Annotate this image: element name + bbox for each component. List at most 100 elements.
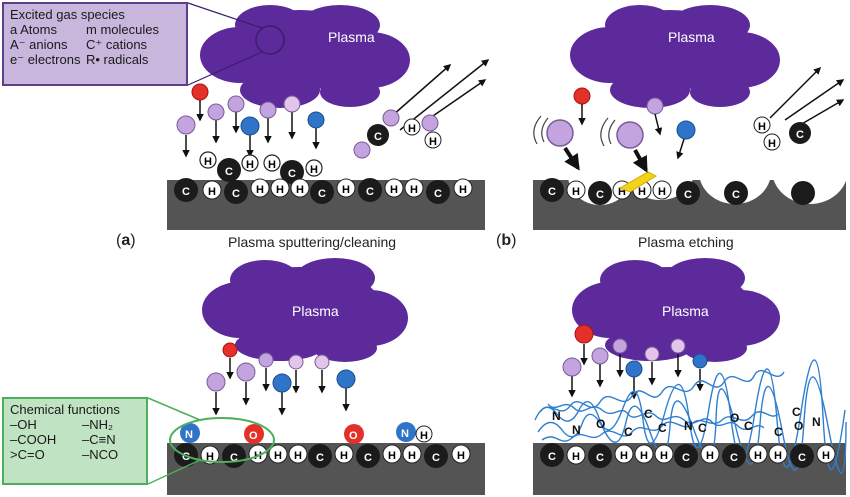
svg-text:H: H: [640, 450, 648, 462]
svg-text:H: H: [276, 184, 284, 196]
chemical-functions-title: Chemical functions: [10, 402, 120, 417]
species-particles-c: [206, 342, 356, 393]
svg-text:H: H: [410, 184, 418, 196]
falling-species-c: [212, 358, 350, 416]
svg-text:H: H: [754, 450, 762, 462]
svg-text:C: C: [658, 421, 667, 435]
impacting-species-b: [533, 87, 696, 173]
svg-text:C: C: [432, 452, 440, 464]
func-amine: –NH₂: [82, 417, 114, 432]
ejected-fragments-a: C H H: [353, 59, 490, 159]
plasma-label-b: Plasma: [668, 29, 715, 45]
svg-text:C: C: [316, 452, 324, 464]
chem-callout-ellipse: [169, 417, 275, 463]
surface-atoms-d: C H C H H H C H C H H C H: [540, 443, 836, 468]
svg-text:H: H: [388, 450, 396, 462]
svg-text:C: C: [596, 452, 604, 464]
legend-electrons: e⁻ electrons: [10, 52, 81, 67]
svg-text:H: H: [408, 450, 416, 462]
svg-text:C: C: [744, 419, 753, 433]
svg-text:C: C: [434, 188, 442, 200]
svg-text:H: H: [340, 450, 348, 462]
panel-a-letter: (a): [116, 232, 136, 249]
svg-text:H: H: [208, 186, 216, 198]
svg-text:O: O: [349, 430, 358, 442]
plasma-cloud-a: [200, 5, 410, 108]
svg-text:C: C: [796, 129, 804, 141]
panel-d: Plasma: [533, 258, 847, 495]
plasma-label-c: Plasma: [292, 303, 339, 319]
gas-species-legend: Excited gas species a Atoms m molecules …: [2, 2, 188, 86]
panel-c: Plasma N O O N H: [147, 258, 485, 495]
svg-text:H: H: [408, 123, 416, 135]
svg-text:H: H: [246, 159, 254, 171]
svg-text:H: H: [256, 184, 264, 196]
svg-text:C: C: [596, 189, 604, 201]
panel-a-caption: Plasma sputtering/cleaning: [228, 234, 397, 250]
svg-text:H: H: [204, 156, 212, 168]
svg-text:C: C: [684, 189, 692, 201]
svg-text:H: H: [294, 450, 302, 462]
svg-text:C: C: [624, 425, 633, 439]
zoom-circle: [255, 25, 285, 55]
svg-text:C: C: [798, 452, 806, 464]
plasma-label-d: Plasma: [662, 303, 709, 319]
svg-text:H: H: [706, 450, 714, 462]
polymer-film-d: [534, 359, 847, 474]
func-nitrile: –C≡N: [82, 432, 116, 447]
svg-text:C: C: [230, 452, 238, 464]
svg-text:N: N: [572, 423, 581, 437]
svg-text:H: H: [618, 186, 626, 198]
legend-anions: A⁻ anions: [10, 37, 68, 52]
species-particles-d: [562, 324, 708, 378]
falling-species-a: [182, 100, 320, 158]
grafted-functions-c: N O O N H: [180, 422, 433, 444]
species-particles-a: [176, 83, 325, 136]
svg-text:H: H: [774, 450, 782, 462]
svg-text:C: C: [792, 405, 801, 419]
svg-text:H: H: [457, 450, 465, 462]
chemical-functions-legend: Chemical functions –OH –NH₂ –COOH –C≡N >…: [2, 397, 148, 485]
func-isocyanate: –NCO: [82, 447, 119, 462]
panel-b-caption: Plasma etching: [638, 234, 734, 250]
plasma-cloud-d: [572, 258, 780, 362]
gas-species-legend-title: Excited gas species: [10, 7, 125, 22]
legend-atoms: a Atoms: [10, 22, 57, 37]
polymer-atoms-d: N N O C C C N C O C C C O N: [552, 405, 821, 439]
svg-text:H: H: [658, 186, 666, 198]
svg-text:C: C: [225, 166, 233, 178]
svg-text:O: O: [249, 430, 258, 442]
svg-text:H: H: [638, 186, 646, 198]
svg-text:H: H: [822, 450, 830, 462]
zoom-line-top: [187, 2, 263, 29]
legend-cations: C⁺ cations: [86, 37, 148, 52]
svg-text:C: C: [318, 188, 326, 200]
svg-text:H: H: [620, 450, 628, 462]
plasma-label-a: Plasma: [328, 29, 375, 45]
svg-text:C: C: [548, 186, 556, 198]
svg-text:C: C: [732, 189, 740, 201]
svg-text:C: C: [698, 421, 707, 435]
svg-text:H: H: [342, 184, 350, 196]
svg-text:H: H: [572, 451, 580, 463]
svg-text:H: H: [768, 138, 776, 150]
spark-b: [618, 171, 658, 193]
func-carbonyl: >C=O: [10, 447, 45, 462]
svg-text:C: C: [288, 168, 296, 180]
plasma-cloud-c: [202, 258, 408, 362]
svg-text:H: H: [758, 121, 766, 133]
svg-text:N: N: [684, 419, 693, 433]
sputtered-cluster-a: H C H H C H: [199, 151, 323, 184]
legend-radicals: R• radicals: [86, 52, 149, 67]
falling-species-d: [568, 344, 704, 400]
surface-atoms-a: C H C H H H C H C H H C H: [174, 178, 473, 204]
surface-atoms-b: C H C H H H C C: [540, 178, 815, 205]
svg-text:H: H: [459, 184, 467, 196]
svg-text:H: H: [206, 451, 214, 463]
legend-molecules: m molecules: [86, 22, 159, 37]
svg-text:C: C: [182, 451, 190, 463]
plasma-cloud-b: [570, 5, 780, 108]
svg-text:C: C: [730, 452, 738, 464]
svg-text:H: H: [429, 136, 437, 148]
svg-text:C: C: [364, 452, 372, 464]
